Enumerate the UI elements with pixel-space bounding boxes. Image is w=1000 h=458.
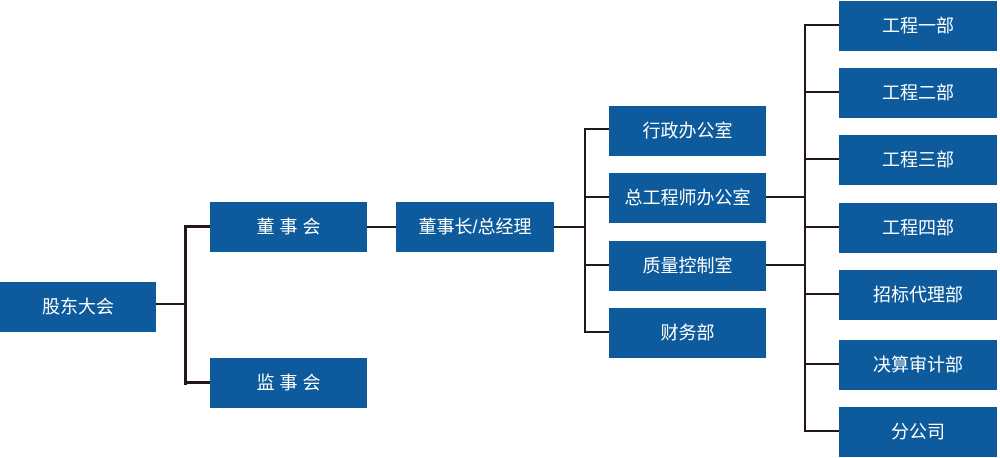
connector-to-eng2 <box>804 91 839 93</box>
connector-chief-engineer-out <box>766 196 806 198</box>
org-node-chairman-general-manager: 董事长/总经理 <box>396 202 554 252</box>
org-node-engineering-dept-3: 工程三部 <box>839 135 997 185</box>
connector-spine-level2 <box>184 225 187 385</box>
org-node-finance-department: 财务部 <box>609 308 766 358</box>
connector-chairman-out <box>554 226 586 228</box>
connector-to-branch-company <box>804 430 839 432</box>
connector-quality-control-out <box>766 264 806 266</box>
org-node-supervisory-board: 监 事 会 <box>210 358 367 408</box>
org-node-quality-control-office: 质量控制室 <box>609 241 766 291</box>
connector-spine-level5 <box>804 24 806 432</box>
connector-to-eng3 <box>804 158 839 160</box>
connector-to-supervisory <box>184 381 210 384</box>
connector-to-chief-engineer-office <box>584 196 609 198</box>
org-node-branch-company: 分公司 <box>839 407 997 457</box>
org-node-chief-engineer-office: 总工程师办公室 <box>609 173 766 223</box>
org-node-engineering-dept-2: 工程二部 <box>839 68 997 118</box>
org-node-shareholders-meeting: 股东大会 <box>0 282 156 332</box>
connector-to-board <box>184 225 210 228</box>
connector-to-quality-control <box>584 264 609 266</box>
org-node-engineering-dept-1: 工程一部 <box>839 1 997 51</box>
connector-to-admin-office <box>584 128 609 130</box>
connector-board-chairman <box>367 226 396 228</box>
connector-to-eng1 <box>804 24 839 26</box>
org-node-board-of-directors: 董 事 会 <box>210 202 367 252</box>
connector-shareholders-out <box>156 303 186 305</box>
connector-to-eng4 <box>804 226 839 228</box>
org-node-administrative-office: 行政办公室 <box>609 106 766 156</box>
org-node-bidding-agency-dept: 招标代理部 <box>839 270 997 320</box>
connector-to-finance <box>584 331 609 333</box>
org-node-final-audit-dept: 决算审计部 <box>839 340 997 390</box>
connector-to-final-audit <box>804 363 839 365</box>
org-node-engineering-dept-4: 工程四部 <box>839 203 997 253</box>
connector-to-bidding-agency <box>804 293 839 295</box>
connector-spine-level4 <box>584 128 586 333</box>
